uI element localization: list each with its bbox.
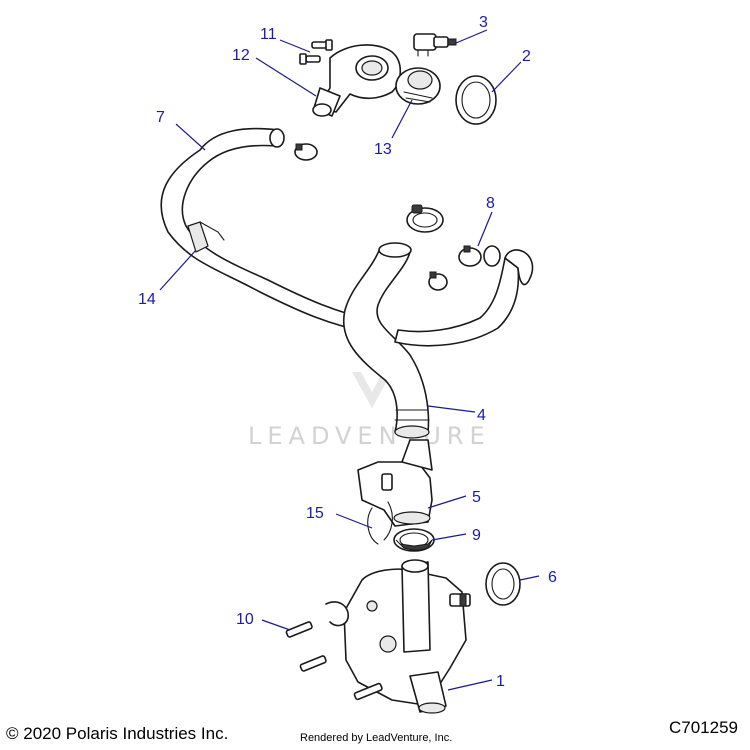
elbow-part-5 <box>357 439 433 527</box>
callout-7: 7 <box>156 109 165 126</box>
sensor-part-3 <box>413 33 457 57</box>
bolts-part-10 <box>285 601 383 701</box>
watermark-logo <box>352 372 392 408</box>
callout-12: 12 <box>232 47 250 64</box>
y-pipe-part-4 <box>342 242 534 439</box>
clamp-part-9 <box>393 528 435 552</box>
gasket-part-6 <box>485 562 521 606</box>
callout-11: 11 <box>260 26 277 43</box>
callout-6: 6 <box>548 569 557 586</box>
callout-2: 2 <box>522 48 531 65</box>
callout-9: 9 <box>472 527 481 544</box>
watermark-text: LEADVENTURE <box>248 422 491 450</box>
bolts-part-11 <box>299 39 333 65</box>
rendered-by-text: Rendered by LeadVenture, Inc. <box>300 732 453 744</box>
callout-13: 13 <box>374 141 392 158</box>
callout-15: 15 <box>306 505 324 522</box>
thermostat-part-13 <box>395 67 441 105</box>
thermostat-housing-part-12 <box>312 44 402 117</box>
callout-8: 8 <box>486 195 495 212</box>
clip-part-15 <box>367 501 393 545</box>
callouts: 3 2 11 12 13 7 8 14 4 5 15 9 6 10 1 <box>138 14 557 690</box>
clamp-part-8 <box>294 143 482 291</box>
callout-4: 4 <box>477 407 486 424</box>
clamp-part-14 <box>187 221 225 253</box>
copyright-text: © 2020 Polaris Industries Inc. <box>6 724 229 743</box>
pump-housing-part-1 <box>343 559 471 714</box>
callout-14: 14 <box>138 291 156 308</box>
leader-lines <box>159 29 540 691</box>
o-ring-part-2 <box>455 75 497 125</box>
callout-3: 3 <box>479 14 488 31</box>
callout-1: 1 <box>496 673 505 690</box>
callout-10: 10 <box>236 611 254 628</box>
callout-5: 5 <box>472 489 481 506</box>
drawing-id: C701259 <box>668 718 738 737</box>
